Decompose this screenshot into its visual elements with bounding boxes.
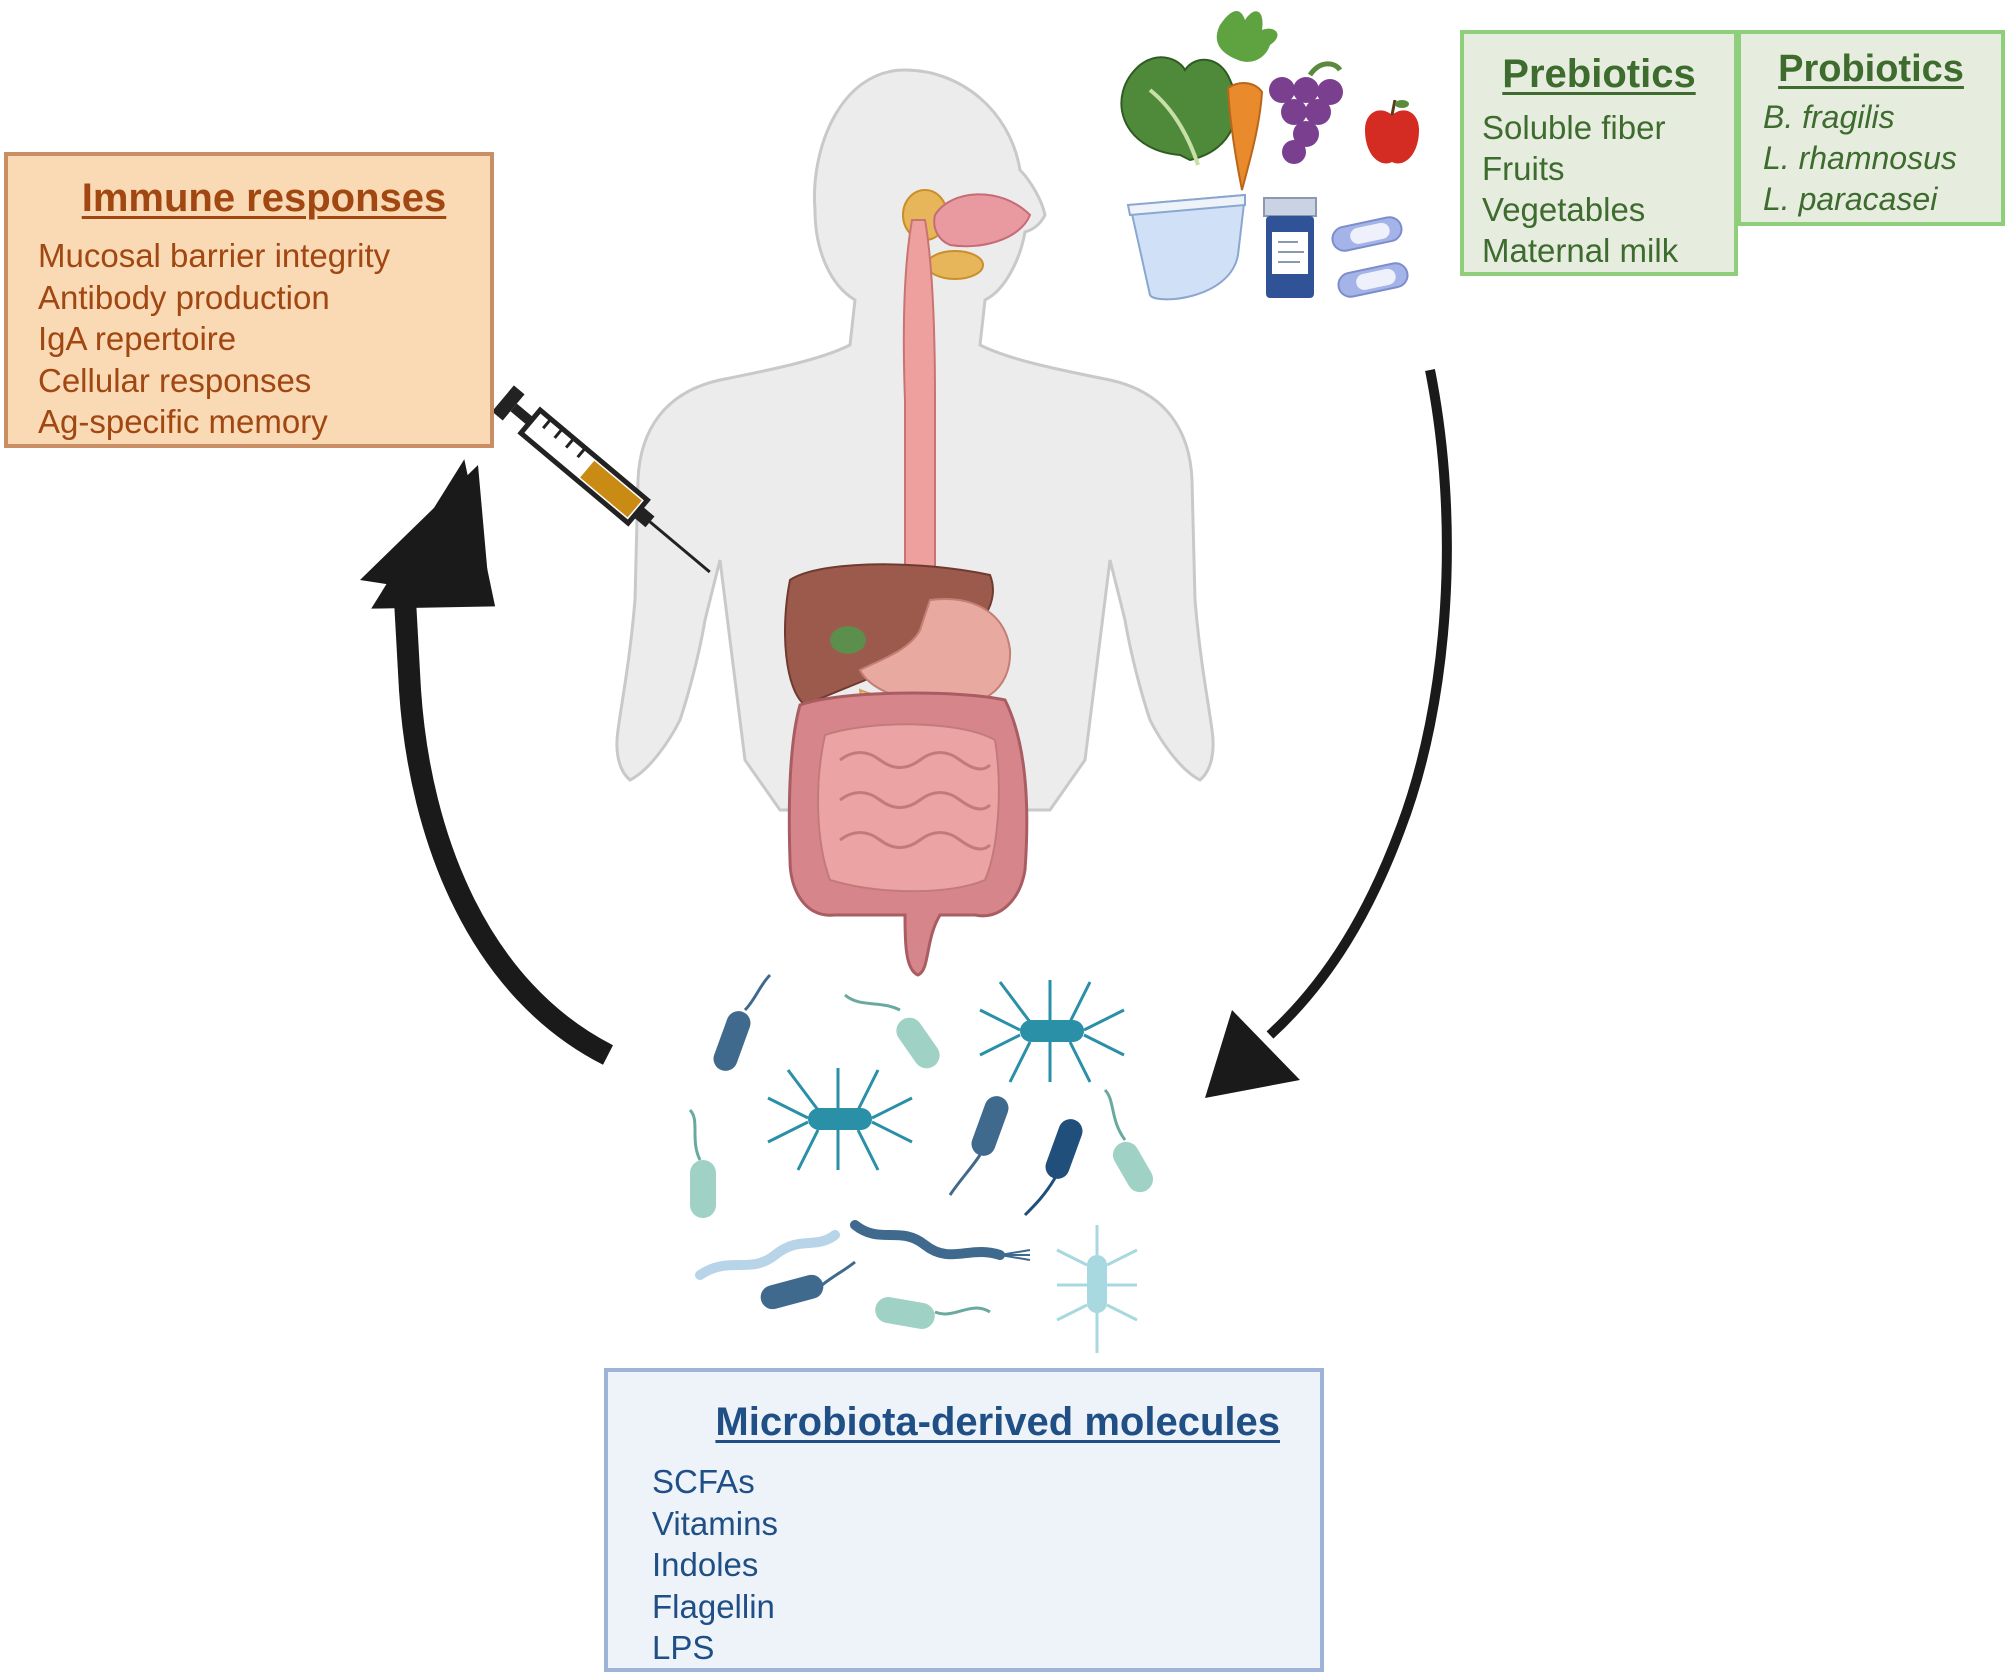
- list-item: Cellular responses: [38, 361, 312, 399]
- lettuce-icon: [1120, 56, 1238, 166]
- prebiotics-title: Prebiotics: [1502, 52, 1696, 96]
- list-item: IgA repertoire: [38, 320, 237, 357]
- arrow-microbiota-to-immune: [360, 459, 613, 1065]
- immune-responses-list: Mucosal barrier integrity Antibody produ…: [38, 235, 490, 443]
- list-item: Flagellin: [652, 1587, 775, 1625]
- immune-responses-title: Immune responses: [81, 176, 447, 220]
- probiotics-list: B. fragilis L. rhamnosus L. paracasei: [1763, 97, 2001, 220]
- list-item: Soluble fiber: [1482, 109, 1666, 146]
- immune-responses-box: Immune responses Mucosal barrier integri…: [4, 152, 494, 448]
- carrot-icon: [1216, 10, 1278, 191]
- arrow-food-to-microbiota: [1205, 369, 1452, 1098]
- bacteria-icon: [688, 973, 1153, 1353]
- syringe-icon: [492, 385, 711, 574]
- list-item: L. paracasei: [1763, 181, 1938, 217]
- microbiota-molecules-list: SCFAs Vitamins Indoles Flagellin LPS: [652, 1461, 1320, 1669]
- prebiotics-list: Soluble fiber Fruits Vegetables Maternal…: [1482, 107, 1734, 271]
- microbiota-molecules-box: Microbiota-derived molecules SCFAs Vitam…: [604, 1368, 1324, 1672]
- digestive-tract-icon: [784, 189, 1032, 977]
- capsule-icon: [1331, 216, 1409, 298]
- pill-bottle-icon: [1263, 197, 1317, 298]
- apple-icon: [1365, 99, 1419, 164]
- probiotics-title: Probiotics: [1778, 48, 1964, 90]
- grapes-icon: [1269, 61, 1343, 164]
- list-item: Vitamins: [652, 1504, 778, 1542]
- list-item: Mucosal barrier integrity: [38, 237, 391, 274]
- list-item: Antibody production: [38, 278, 330, 316]
- list-item: L. rhamnosus: [1763, 140, 1957, 176]
- list-item: Indoles: [652, 1546, 759, 1583]
- list-item: Fruits: [1482, 150, 1565, 187]
- prebiotics-box: Prebiotics Soluble fiber Fruits Vegetabl…: [1460, 30, 1738, 276]
- list-item: Vegetables: [1482, 191, 1646, 228]
- list-item: Maternal milk: [1482, 232, 1679, 269]
- probiotics-box: Probiotics B. fragilis L. rhamnosus L. p…: [1737, 30, 2005, 226]
- list-item: Ag-specific memory: [38, 403, 328, 440]
- microbiota-molecules-title: Microbiota-derived molecules: [715, 1400, 1280, 1444]
- yogurt-icon: [1126, 193, 1247, 301]
- list-item: SCFAs: [652, 1463, 755, 1500]
- list-item: B. fragilis: [1763, 99, 1895, 135]
- list-item: LPS: [652, 1629, 715, 1666]
